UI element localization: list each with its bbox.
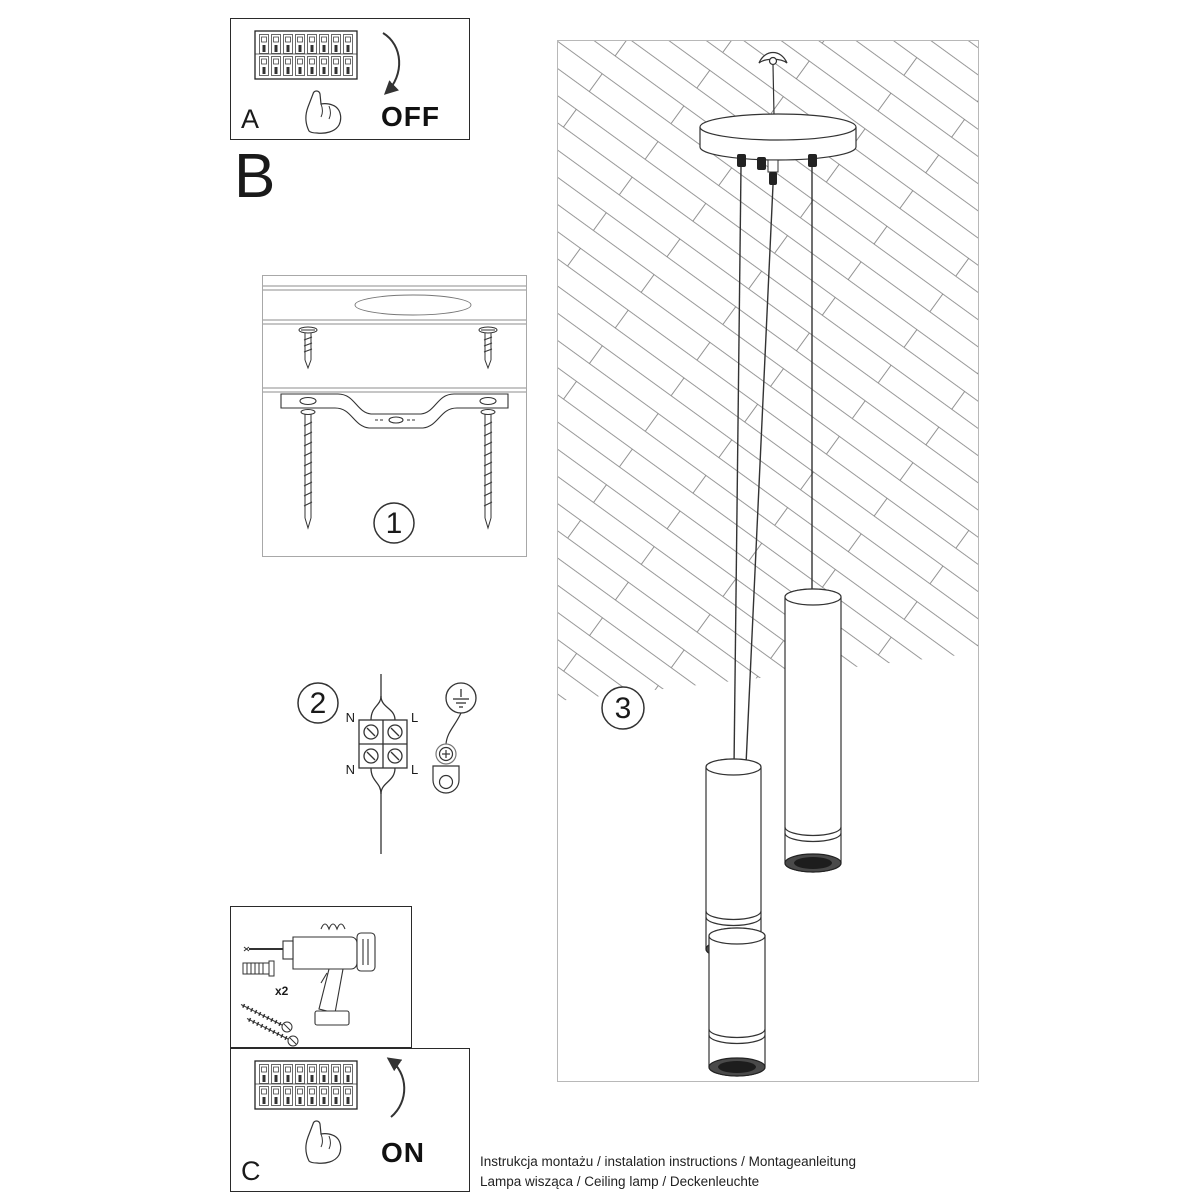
breaker-panel-on-illustration bbox=[254, 1057, 406, 1164]
ceiling-bracket-drawing: 1 bbox=[263, 285, 526, 544]
curved-arrow-down-icon bbox=[382, 32, 401, 95]
panel-c-power-on: ON C bbox=[230, 1048, 470, 1192]
breaker-panel-icon bbox=[254, 30, 358, 80]
quantity-label: x2 bbox=[275, 984, 289, 998]
footer-text: Instrukcja montażu / instalation instruc… bbox=[480, 1152, 1100, 1193]
breaker-panel-icon bbox=[254, 1060, 358, 1110]
mounting-bracket-icon bbox=[280, 393, 509, 429]
step3-number: 3 bbox=[615, 692, 632, 725]
circled-step-number: 2 bbox=[297, 682, 339, 724]
ceiling-plank-lines bbox=[263, 285, 526, 393]
step3-assembly-box: 3 bbox=[557, 40, 979, 1082]
pendant-lamp-drawing: 3 bbox=[558, 41, 978, 1077]
drill-icon bbox=[243, 923, 376, 1026]
panel-a-power-off: OFF A bbox=[230, 18, 470, 140]
terminal-label-n-bottom: N bbox=[346, 762, 355, 777]
ceiling-hook-icon bbox=[758, 51, 788, 116]
ground-lug-drawing bbox=[432, 712, 462, 794]
curved-arrow-up-icon bbox=[386, 1057, 406, 1118]
short-screw-icon bbox=[478, 326, 498, 370]
pointing-hand-icon bbox=[305, 90, 342, 134]
long-screw-icon bbox=[300, 409, 316, 530]
off-label: OFF bbox=[381, 101, 440, 132]
terminal-label-l-bottom: L bbox=[411, 762, 418, 777]
section-b-letter: B bbox=[234, 142, 276, 211]
footer-line-1: Instrukcja montażu / instalation instruc… bbox=[480, 1154, 856, 1169]
circled-step-number: 1 bbox=[373, 502, 415, 544]
pendant-tube-front bbox=[708, 927, 766, 1077]
pendant-tube-right bbox=[784, 588, 842, 873]
cable-gland-icon bbox=[737, 154, 817, 185]
mounting-screw-icon bbox=[246, 1017, 299, 1047]
terminal-block-drawing bbox=[358, 674, 408, 854]
ceiling-hole-outline bbox=[354, 294, 472, 316]
canopy-drawing bbox=[699, 113, 857, 161]
step1-number: 1 bbox=[386, 507, 403, 540]
ground-symbol-icon bbox=[445, 682, 477, 714]
on-label: ON bbox=[381, 1137, 425, 1168]
panel-c-label: C bbox=[241, 1156, 261, 1186]
step1-mounting-box: 1 bbox=[262, 275, 527, 557]
pointing-hand-icon bbox=[305, 1120, 342, 1164]
wiring-drawing: 2 N L N L bbox=[297, 674, 477, 854]
step2-number: 2 bbox=[310, 687, 327, 720]
drill-box: x2 bbox=[230, 906, 412, 1048]
circled-step-number: 3 bbox=[601, 686, 645, 730]
breaker-panel-off-illustration bbox=[254, 30, 401, 134]
panel-a-label: A bbox=[241, 104, 260, 134]
wall-plug-icon bbox=[242, 960, 275, 977]
step2-wiring: 2 N L N L bbox=[283, 670, 495, 878]
footer-line-2: Lampa wisząca / Ceiling lamp / Deckenleu… bbox=[480, 1174, 760, 1190]
terminal-label-n-top: N bbox=[346, 710, 355, 725]
short-screw-icon bbox=[298, 326, 318, 370]
drill-drawing: x2 bbox=[240, 923, 376, 1047]
mounting-screw-icon bbox=[240, 1003, 293, 1033]
terminal-label-l-top: L bbox=[411, 710, 418, 725]
long-screw-icon bbox=[480, 409, 496, 530]
